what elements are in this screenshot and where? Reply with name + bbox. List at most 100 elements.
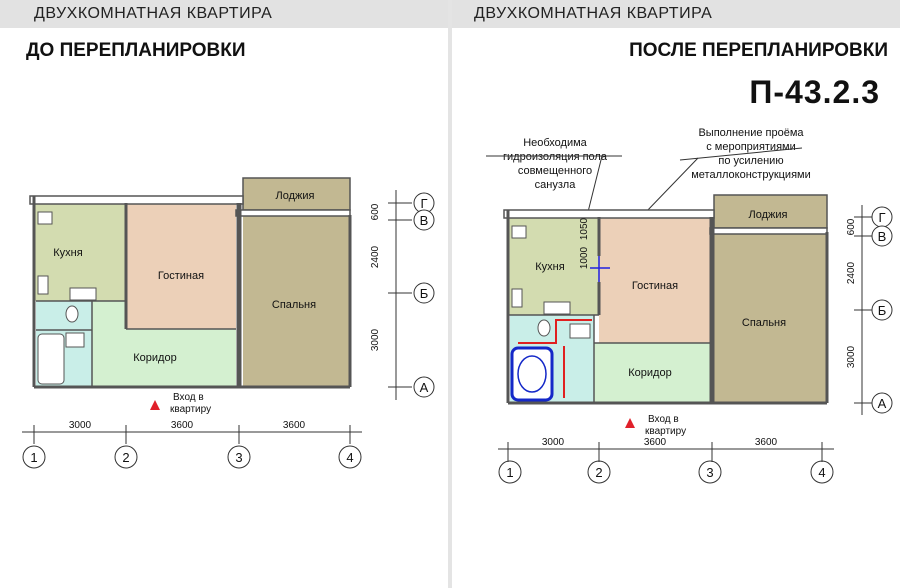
waterproofing-note-line2: гидроизоляция пола — [503, 151, 607, 163]
before-floor-plan: Кухня Гостиная Спальня Коридор Лоджия Вх… — [22, 177, 435, 469]
axis-marker-3 — [227, 445, 251, 469]
loggia-label: Лоджия — [276, 190, 315, 202]
waterproofing-line — [518, 319, 592, 344]
kitchen-stove — [543, 301, 571, 315]
living-room — [126, 203, 236, 329]
before-header-bar — [0, 0, 448, 28]
exterior-wall-north — [503, 209, 715, 219]
entrance-label-line1: Вход в — [173, 392, 204, 403]
loggia-wall — [709, 227, 828, 235]
dim-3000-v: 3000 — [846, 345, 857, 368]
after-panel: ДВУХКОМНАТНАЯ КВАРТИРА ПОСЛЕ ПЕРЕПЛАНИРО… — [452, 0, 900, 588]
kitchen-sink — [37, 275, 49, 295]
bedroom-room — [243, 215, 350, 387]
dim-3600-a: 3600 — [644, 437, 667, 448]
entrance-label-line1: Вход в — [648, 414, 679, 425]
dim-3000-v: 3000 — [370, 328, 381, 351]
corridor-label: Коридор — [628, 367, 671, 379]
before-subtitle: ДО ПЕРЕПЛАНИРОВКИ — [26, 40, 246, 61]
axis-marker-4 — [810, 460, 834, 484]
kitchen-stove — [69, 287, 97, 301]
axis-label-3: 3 — [235, 450, 242, 465]
axis-label-g: Г — [878, 210, 885, 225]
waterproofing-note-line1: Необходима — [523, 137, 587, 149]
corridor-room — [92, 301, 236, 387]
ventilation-shaft — [511, 225, 527, 239]
waterproofing-note-line4: санузла — [534, 179, 576, 191]
building-series: П-43.2.3 — [749, 74, 880, 110]
after-floor-plan: 1000 1050 Кухня Гостиная Спальня Коридор… — [486, 147, 893, 484]
axis-marker-3 — [698, 460, 722, 484]
axis-label-a: А — [420, 380, 429, 395]
axis-marker-2 — [587, 460, 611, 484]
axis-marker-b — [413, 282, 435, 304]
opening-note-line2: с мероприятиями — [706, 141, 796, 153]
axis-label-v: В — [420, 213, 429, 228]
axis-label-2: 2 — [122, 450, 129, 465]
living-label: Гостиная — [632, 280, 678, 292]
axis-label-1: 1 — [506, 465, 513, 480]
opening-note-line4: металлоконструкциями — [691, 169, 811, 181]
loggia-room — [713, 194, 828, 229]
axis-label-g: Г — [420, 196, 427, 211]
axis-label-v: В — [878, 229, 887, 244]
axis-marker-1 — [498, 460, 522, 484]
entrance-arrow-icon — [150, 400, 160, 410]
loggia-wall — [235, 209, 351, 217]
bedroom-label: Спальня — [272, 299, 316, 311]
bedroom-label: Спальня — [742, 317, 786, 329]
after-header: ДВУХКОМНАТНАЯ КВАРТИРА — [474, 5, 713, 22]
waterproofing-note: Необходима гидроизоляция пола совмещенно… — [480, 136, 630, 192]
axis-label-4: 4 — [346, 450, 353, 465]
opening-note-line1: Выполнение проёма — [698, 127, 804, 139]
dim-600: 600 — [846, 218, 857, 235]
waterproofing-note-line3: совмещенного — [517, 165, 593, 177]
dim-3600-a: 3600 — [171, 420, 194, 431]
panel-divider — [448, 0, 452, 588]
axis-label-4: 4 — [818, 465, 825, 480]
dim-3600-b: 3600 — [755, 437, 778, 448]
toilet — [65, 305, 79, 323]
bathtub-inner — [517, 355, 547, 393]
kitchen-label: Кухня — [535, 261, 564, 273]
bedroom-room — [714, 232, 827, 403]
dim-600: 600 — [370, 203, 381, 220]
before-panel: ДВУХКОМНАТНАЯ КВАРТИРА ДО ПЕРЕПЛАНИРОВКИ… — [0, 0, 448, 588]
ventilation-shaft — [37, 211, 53, 225]
exterior-wall-north — [29, 195, 244, 205]
loggia-label: Лоджия — [749, 209, 788, 221]
opening-leader-underline — [679, 147, 803, 161]
axis-label-2: 2 — [595, 465, 602, 480]
after-header-bar — [452, 0, 900, 28]
axis-marker-1 — [22, 445, 46, 469]
axis-marker-a — [413, 376, 435, 398]
kitchen-sink — [511, 288, 523, 308]
axis-marker-v — [871, 225, 893, 247]
axis-label-3: 3 — [706, 465, 713, 480]
axis-label-b: Б — [878, 303, 887, 318]
entrance-label-line2: квартиру — [170, 404, 211, 415]
entrance-label-line2: квартиру — [645, 426, 686, 437]
dim-2400: 2400 — [846, 261, 857, 284]
opening-dim-1000: 1000 — [579, 246, 590, 269]
dim-3000: 3000 — [542, 437, 565, 448]
entrance-arrow-icon — [625, 418, 635, 428]
living-label: Гостиная — [158, 270, 204, 282]
opening-note: Выполнение проёма с мероприятиями по уси… — [666, 126, 836, 182]
corridor-room — [594, 343, 710, 403]
axis-label-1: 1 — [30, 450, 37, 465]
dim-2400: 2400 — [370, 245, 381, 268]
axis-marker-v — [413, 209, 435, 231]
axis-label-a: А — [878, 396, 887, 411]
dim-3600-b: 3600 — [283, 420, 306, 431]
axis-marker-b — [871, 299, 893, 321]
corridor-label: Коридор — [133, 352, 176, 364]
opening-note-line3: по усилению — [718, 155, 784, 167]
axis-label-b: Б — [420, 286, 429, 301]
axis-marker-4 — [338, 445, 362, 469]
kitchen-label: Кухня — [53, 247, 82, 259]
sink — [569, 323, 591, 339]
bathtub — [37, 333, 65, 385]
loggia-room — [242, 177, 351, 211]
sink — [65, 332, 85, 348]
